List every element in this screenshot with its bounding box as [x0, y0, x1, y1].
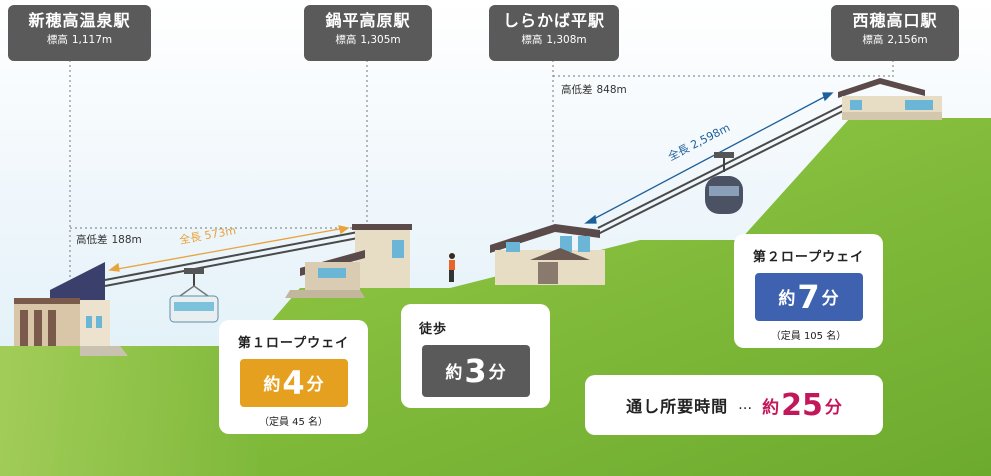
- elevation-label: 標高: [521, 34, 543, 46]
- foreground-ground: [0, 346, 260, 476]
- ropeway-1-cables: [104, 231, 359, 287]
- dashed-guides: [69, 60, 894, 280]
- height-diff-label: 高低差: [561, 84, 593, 96]
- station-1-building: [14, 262, 128, 356]
- approx-prefix: 約: [762, 397, 780, 418]
- walking-person: [449, 253, 455, 282]
- elevation-value: 2,156m: [887, 34, 928, 46]
- elevation-value: 1,305m: [360, 34, 401, 46]
- height-diff-value: 188m: [111, 234, 142, 246]
- station-4-building: [838, 78, 942, 120]
- total-minutes-value: 25: [781, 387, 823, 423]
- walk-title: 徒歩: [419, 322, 448, 337]
- gondola-1: [169, 268, 219, 323]
- total-time-label: 通し所要時間: [626, 397, 729, 416]
- minutes-value: 3: [464, 352, 487, 390]
- height-diff-label: 高低差: [76, 234, 108, 246]
- ropeway-2-title: 第２ロープウェイ: [752, 250, 865, 265]
- elevation-label: 標高: [335, 34, 357, 46]
- ropeway-1-title: 第１ロープウェイ: [237, 336, 350, 351]
- elevation-value: 1,117m: [71, 34, 113, 46]
- height-diff-value: 848m: [596, 84, 627, 96]
- approx-prefix: 約: [263, 375, 281, 395]
- station-3-building: [490, 224, 605, 285]
- elevation-value: 1,308m: [546, 34, 587, 46]
- minutes-unit: 分: [821, 289, 839, 309]
- approx-prefix: 約: [778, 289, 796, 309]
- station-name: 西穂高口駅: [852, 11, 938, 30]
- cable-length-arrow-1: [108, 225, 350, 272]
- cable-length-arrow-2: [584, 92, 834, 224]
- total-time-dots: …: [738, 397, 753, 413]
- elevation-label: 標高: [862, 34, 884, 46]
- minutes-value: 4: [282, 364, 305, 402]
- approx-prefix: 約: [445, 363, 463, 383]
- minutes-unit: 分: [824, 397, 842, 418]
- station-name: 鍋平高原駅: [325, 11, 411, 30]
- station-name: しらかば平駅: [502, 11, 605, 30]
- station-name: 新穂高温泉駅: [28, 11, 131, 30]
- minutes-unit: 分: [488, 363, 506, 383]
- ropeway-2-capacity: （定員 105 名）: [770, 331, 847, 342]
- ropeway-2-cables: [597, 103, 846, 235]
- gondola-2: [705, 152, 743, 214]
- ropeway-1-capacity: （定員 45 名）: [258, 417, 329, 428]
- minutes-unit: 分: [306, 375, 324, 395]
- station-2-building: [285, 224, 412, 298]
- minutes-value: 7: [797, 278, 820, 316]
- elevation-label: 標高: [46, 34, 68, 46]
